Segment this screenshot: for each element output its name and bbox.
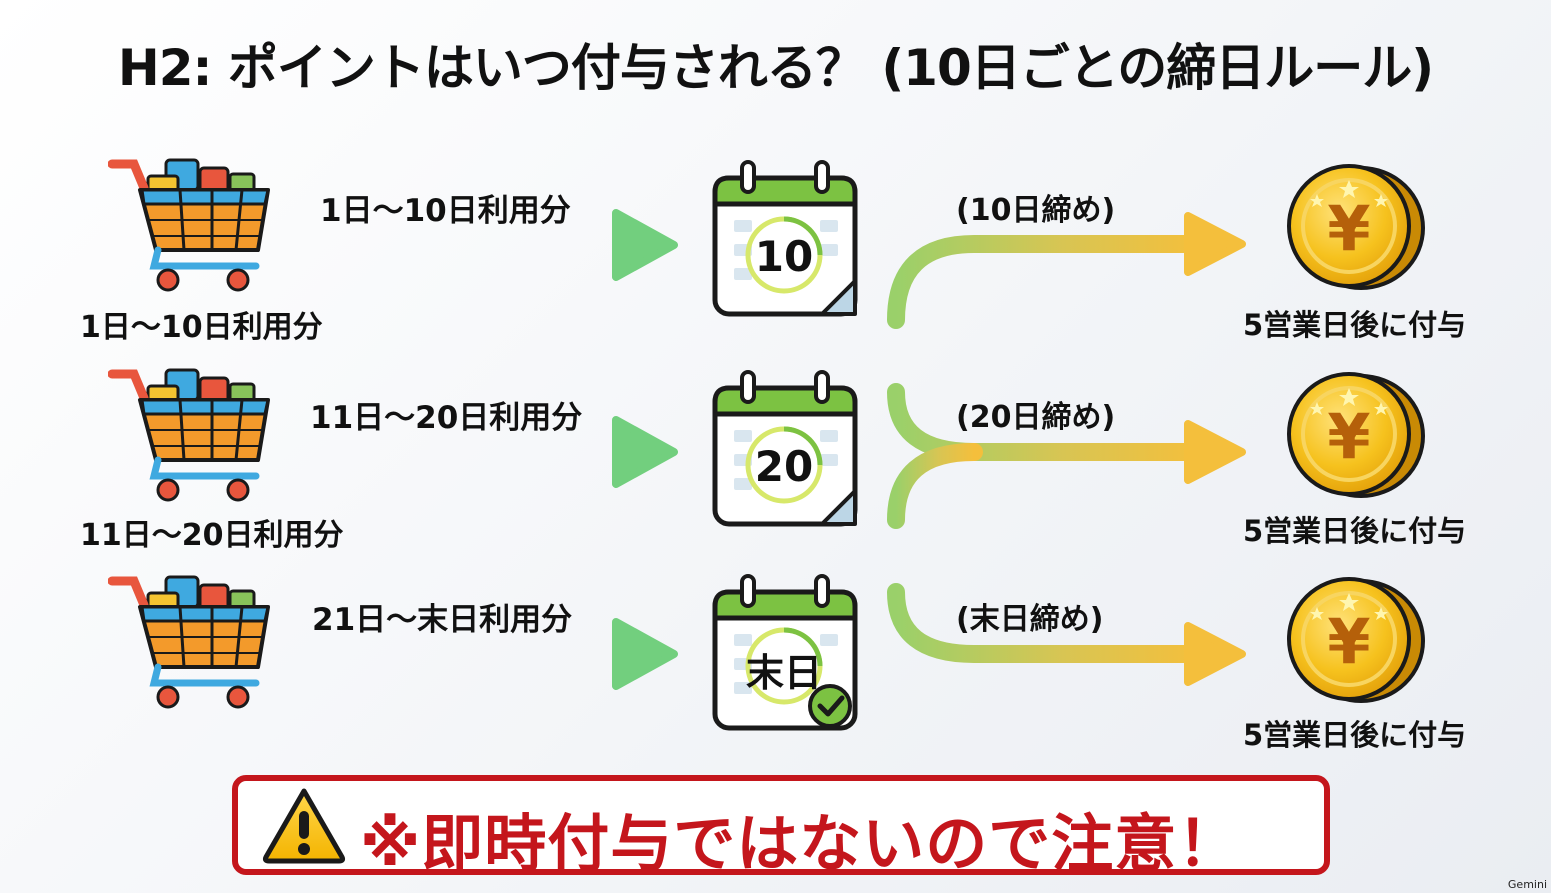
flow-arrowhead-row-2 (1184, 420, 1246, 484)
close-label-row-1: (10日締め) (956, 193, 1116, 228)
flow-arrowhead-row-1 (1184, 212, 1246, 276)
check-icon (808, 684, 852, 728)
page-title: H2: ポイントはいつ付与される？ (10日ごとの締日ルール) (117, 39, 1434, 97)
flow-curve-row-1 (887, 235, 1209, 329)
yen-coin-icon: ¥ (1287, 164, 1425, 290)
shopping-cart-icon (108, 575, 270, 709)
arrow-label-row-2: 11日〜20日利用分 (310, 400, 583, 436)
coin-symbol-row-3: ¥ (1327, 605, 1370, 678)
yen-coin-icon: ¥ (1287, 577, 1425, 703)
cart-label-row-2: 11日〜20日利用分 (80, 518, 344, 553)
arrow-label-row-3: 21日〜末日利用分 (312, 602, 573, 638)
calendar-date-row-3: 末日 (745, 651, 822, 695)
calendar-icon (712, 574, 858, 731)
flow-arrow-row-2 (303, 416, 678, 488)
flow-connectors (887, 212, 1246, 686)
flow-curve-row-2b (887, 443, 983, 529)
coin-symbol-row-2: ¥ (1327, 400, 1370, 473)
arrow-label-row-1: 1日〜10日利用分 (320, 193, 571, 229)
flow-arrow-row-3 (303, 618, 678, 690)
warning-text: ※即時付与ではないので注意！ (360, 807, 1241, 880)
calendar-icon (712, 370, 858, 527)
calendar-date-row-1: 10 (754, 232, 814, 281)
shopping-cart-icon (108, 158, 270, 292)
gemini-watermark: Gemini (1507, 878, 1547, 891)
calendar-date-row-2: 20 (754, 442, 814, 491)
warning-banner (232, 775, 1330, 875)
flow-arrowhead-row-3 (1184, 622, 1246, 686)
shopping-cart-icon (108, 368, 270, 502)
close-label-row-2: (20日締め) (956, 400, 1116, 435)
coin-symbol-row-1: ¥ (1327, 192, 1370, 265)
calendar-icon (712, 160, 858, 317)
close-label-row-3: (末日締め) (956, 602, 1104, 637)
grant-label-row-2: 5営業日後に付与 (1243, 514, 1467, 548)
flow-arrow-row-1 (303, 209, 678, 281)
yen-coin-icon: ¥ (1287, 372, 1425, 498)
flow-curve-row-3 (887, 583, 1209, 663)
grant-label-row-3: 5営業日後に付与 (1243, 718, 1467, 752)
warning-triangle-icon (262, 788, 346, 864)
grant-label-row-1: 5営業日後に付与 (1243, 308, 1467, 342)
cart-label-row-1: 1日〜10日利用分 (80, 310, 323, 345)
